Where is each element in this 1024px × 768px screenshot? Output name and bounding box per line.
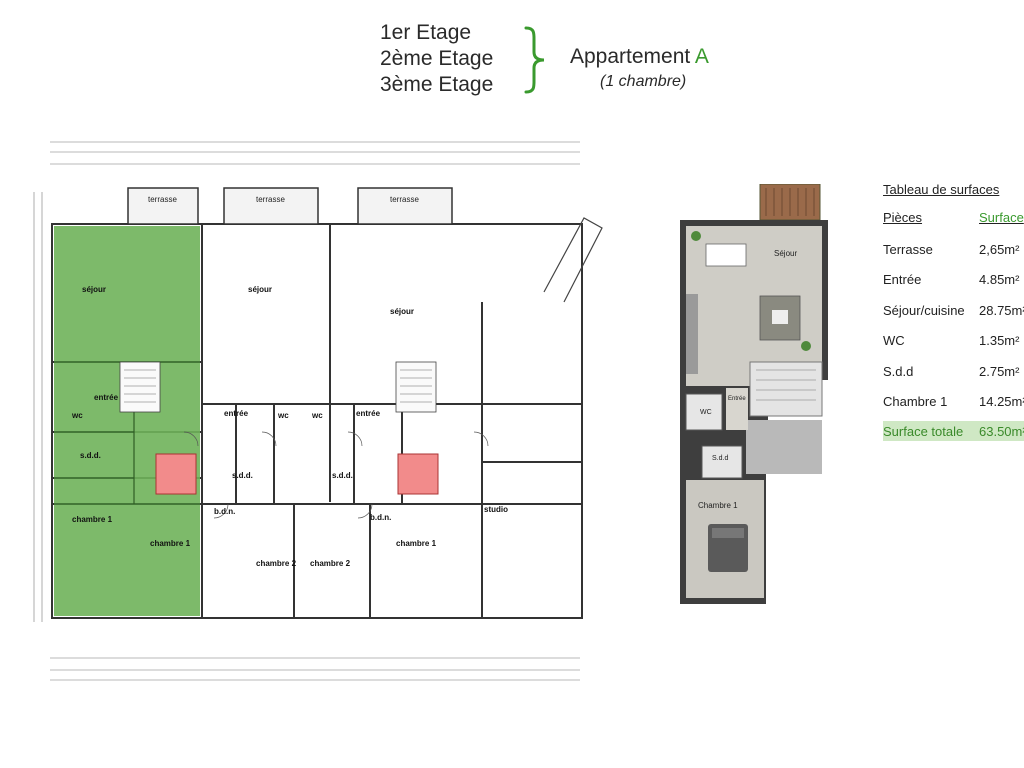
dining-table [705,243,747,267]
floor-label: 1er Etage [380,21,472,44]
door-swings [183,431,489,519]
floor-label: 2ème Etage [380,47,494,70]
terraces [127,187,453,225]
room-label: entrée [356,409,381,418]
room-label: s.d.d. [80,451,101,460]
room-label: wc [277,411,289,420]
stair-lines [756,369,816,401]
dimension-lines [33,141,580,681]
surfaces-table: Tableau de surfaces Pièces Surface Terra… [883,182,1024,441]
room-name-cell: S.d.d [883,363,914,379]
entree-floor [726,388,748,430]
room-name-cell: Entrée [883,272,922,288]
terrace-label: terrasse [390,195,419,204]
coffee-table [772,310,788,324]
apartment-title: Appartement A [570,45,709,69]
pillow-shape [712,528,744,538]
terrace-label: terrasse [256,195,285,204]
apartment-letter: A [694,45,709,68]
table-row: Chambre 1 14.25m² [883,387,1024,418]
plant-icon [691,231,701,241]
table-row: Terrasse 2,65m² [883,234,1024,265]
room-label: chambre 1 [396,539,437,548]
room-name-cell: Séjour/cuisine [883,302,965,318]
stairwells [119,361,437,413]
total-value: 63.50m² [979,423,1024,439]
room-label: chambre 1 [150,539,191,548]
floor-plan: terrasse terrasse terrasse [33,141,603,681]
floor-label: 3ème Etage [380,73,494,96]
table-header-surface: Surface [979,210,1024,225]
shaft-highlight [397,453,439,495]
balcony-outline [543,217,603,303]
table-header-row: Pièces Surface [883,210,1024,234]
curly-brace-icon [524,26,545,94]
room-label: wc [311,411,323,420]
room-label: s.d.d. [332,471,353,480]
room-label: chambre 2 [256,559,297,568]
table-total-row: Surface totale 63.50m² [883,421,1024,441]
table-row: S.d.d 2.75m² [883,356,1024,387]
apartment-a-highlight [54,226,200,616]
room-label: s.d.d. [232,471,253,480]
stair-block [749,361,823,417]
room-label: studio [484,505,508,514]
total-label: Surface totale [883,423,964,439]
room-label: b.d.n. [370,513,391,522]
apartment-title-text: Appartement [570,45,695,68]
sdd-room [701,445,743,479]
table-row: Séjour/cuisine 28.75m² [883,295,1024,326]
surface-cell: 2,65m² [979,241,1020,257]
room-label: entrée [224,409,249,418]
surface-cell: 4.85m² [979,272,1020,288]
room-label: séjour [82,285,106,294]
terrace-label: terrasse [148,195,177,204]
room-label: wc [71,411,83,420]
table-row: Entrée 4.85m² [883,265,1024,296]
apartment-3d-render: Séjour Entrée WC S.d.d Chambre 1 [680,184,828,604]
table-row: WC 1.35m² [883,326,1024,357]
room-name-cell: Chambre 1 [883,394,948,410]
plant-icon [801,341,811,351]
room-label: séjour [248,285,272,294]
render-room-label: Chambre 1 [698,501,738,510]
room-label: séjour [390,307,414,316]
room-label: b.d.n. [214,507,235,516]
room-label: chambre 1 [72,515,113,524]
render-room-label: Entrée [728,396,746,402]
surface-cell: 14.25m² [979,394,1024,410]
corridor-floor [746,420,822,474]
surface-cell: 28.75m² [979,302,1024,318]
stair-steps [124,369,432,403]
shaft-highlight [155,453,197,495]
kitchen-counter [686,294,698,374]
surface-cell: 2.75m² [979,363,1020,379]
surface-cell: 1.35m² [979,333,1020,349]
floor-list: 1er Etage 2ème Etage 3ème Etage [380,20,493,98]
room-name-cell: WC [883,333,905,349]
room-label: chambre 2 [310,559,351,568]
room-name-cell: Terrasse [883,241,933,257]
render-room-label: S.d.d [712,455,728,462]
wc-room [685,393,723,431]
apartment-subtitle: (1 chambre) [600,73,687,90]
room-label: entrée [94,393,119,402]
table-title: Tableau de surfaces [883,182,1000,197]
render-room-label: WC [700,409,712,416]
table-header-rooms: Pièces [883,210,923,225]
deck-boards [765,188,815,216]
render-room-label: Séjour [774,249,797,258]
